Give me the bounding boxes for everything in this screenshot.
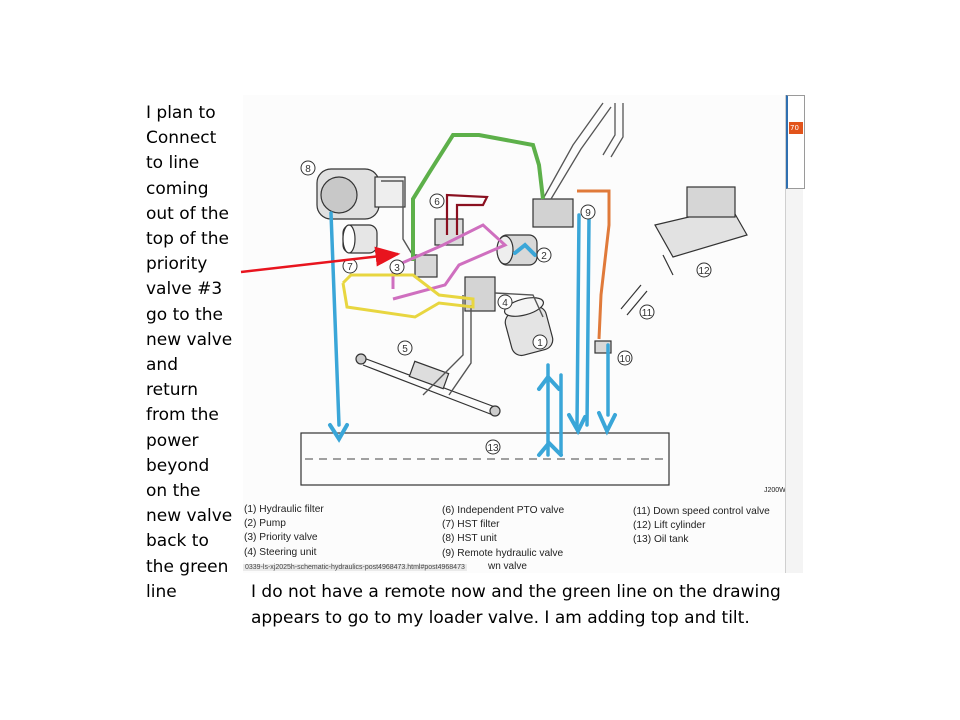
notification-badge[interactable]: 70 xyxy=(789,122,803,134)
callout-1: 1 xyxy=(532,334,548,350)
svg-text:13: 13 xyxy=(487,443,499,454)
legend-item: (11) Down speed control valve xyxy=(633,506,770,517)
legend-column-3: (11) Down speed control valve (12) Lift … xyxy=(633,505,770,548)
callout-2: 2 xyxy=(536,247,552,263)
callout-12: 12 xyxy=(696,262,712,278)
url-overlay: 0339-ls-xj2025h-schematic-hydraulics-pos… xyxy=(243,564,467,571)
side-note-line: beyond xyxy=(146,455,210,476)
side-note-line: coming xyxy=(146,178,209,199)
side-note-line: line xyxy=(146,581,177,602)
callout-10: 10 xyxy=(617,350,633,366)
callout-5: 5 xyxy=(397,340,413,356)
dark-red-line xyxy=(445,193,489,235)
green-line xyxy=(411,133,545,261)
callout-6: 6 xyxy=(429,193,445,209)
side-note-line: top of the xyxy=(146,229,229,250)
side-note-line: priority xyxy=(146,254,208,275)
red-arrow xyxy=(240,246,401,274)
side-note-line: to line xyxy=(146,153,200,174)
browser-panel-edge xyxy=(786,95,805,189)
steering-cylinder xyxy=(355,353,501,417)
callout-8: 8 xyxy=(300,160,316,176)
svg-text:12: 12 xyxy=(698,266,710,277)
loader-lines xyxy=(542,102,624,200)
legend-item: (3) Priority valve xyxy=(244,532,318,544)
hydraulic-schematic: 1 2 3 4 5 6 7 8 9 10 11 12 13 xyxy=(243,95,788,573)
side-note-line: from the xyxy=(146,405,219,426)
svg-text:3: 3 xyxy=(394,263,400,274)
svg-text:5: 5 xyxy=(402,344,408,355)
orange-line xyxy=(577,189,611,340)
legend-item: (2) Pump xyxy=(244,518,286,530)
legend-column-2: (6) Independent PTO valve (7) HST filter… xyxy=(442,504,564,561)
svg-text:2: 2 xyxy=(541,251,547,262)
priority-valve xyxy=(414,254,438,278)
callout-11: 11 xyxy=(639,304,655,320)
side-note-line: power xyxy=(146,430,199,451)
yellow-line xyxy=(341,273,475,319)
svg-text:1: 1 xyxy=(537,338,543,349)
callout-13: 13 xyxy=(485,439,501,455)
legend-column-1: (1) Hydraulic filter (2) Pump (3) Priori… xyxy=(244,503,324,560)
svg-text:11: 11 xyxy=(642,308,653,319)
svg-text:4: 4 xyxy=(502,298,508,309)
remote-hydraulic-valve xyxy=(532,198,574,228)
legend-item: (4) Steering unit xyxy=(244,546,317,558)
callout-9: 9 xyxy=(580,204,596,220)
side-note-line: new valve xyxy=(146,329,233,350)
hst-unit xyxy=(316,168,406,220)
legend-item: (8) HST unit xyxy=(442,533,497,545)
svg-text:7: 7 xyxy=(347,262,353,273)
side-note-line: on the xyxy=(146,481,201,502)
caption: I do not have a remote now and the green… xyxy=(251,579,781,631)
svg-text:6: 6 xyxy=(434,197,440,208)
side-note-line: valve #3 xyxy=(146,279,223,300)
legend-item: (13) Oil tank xyxy=(633,534,689,546)
legend-truncated-item: wn valve xyxy=(488,561,527,572)
side-note-line: new valve xyxy=(146,506,233,527)
svg-text:8: 8 xyxy=(305,164,311,175)
scrollbar-strip[interactable] xyxy=(785,95,803,573)
legend-item: (6) Independent PTO valve xyxy=(442,505,565,516)
caption-line-2: appears to go to my loader valve. I am a… xyxy=(251,608,750,628)
svg-text:9: 9 xyxy=(585,208,591,219)
side-note-line: I plan to xyxy=(146,103,216,123)
legend-item: (1) Hydraulic filter xyxy=(244,504,324,515)
oil-tank xyxy=(300,432,670,486)
side-note-line: and xyxy=(146,355,178,376)
side-note-line: back to xyxy=(146,531,209,552)
side-annotation: I plan to Connect to line coming out of the t… xyxy=(146,101,246,605)
legend-item: (9) Remote hydraulic valve xyxy=(442,547,564,559)
legend-item: (12) Lift cylinder xyxy=(633,520,706,532)
hst-filter xyxy=(342,224,378,254)
svg-text:10: 10 xyxy=(619,354,631,365)
legend-item: (7) HST filter xyxy=(442,519,500,531)
flow-arrow-marks xyxy=(328,242,617,457)
side-note-line: Connect xyxy=(146,128,217,149)
side-note-line: go to the xyxy=(146,304,223,325)
callout-4: 4 xyxy=(497,294,513,310)
side-note-line: the green xyxy=(146,556,229,577)
side-note-line: return xyxy=(146,380,198,401)
gray-tubes xyxy=(381,180,544,396)
lift-cylinder xyxy=(654,186,748,276)
drawing-code: J200W xyxy=(764,487,786,494)
caption-line-1: I do not have a remote now and the green… xyxy=(251,582,781,602)
side-note-line: out of the xyxy=(146,203,229,224)
